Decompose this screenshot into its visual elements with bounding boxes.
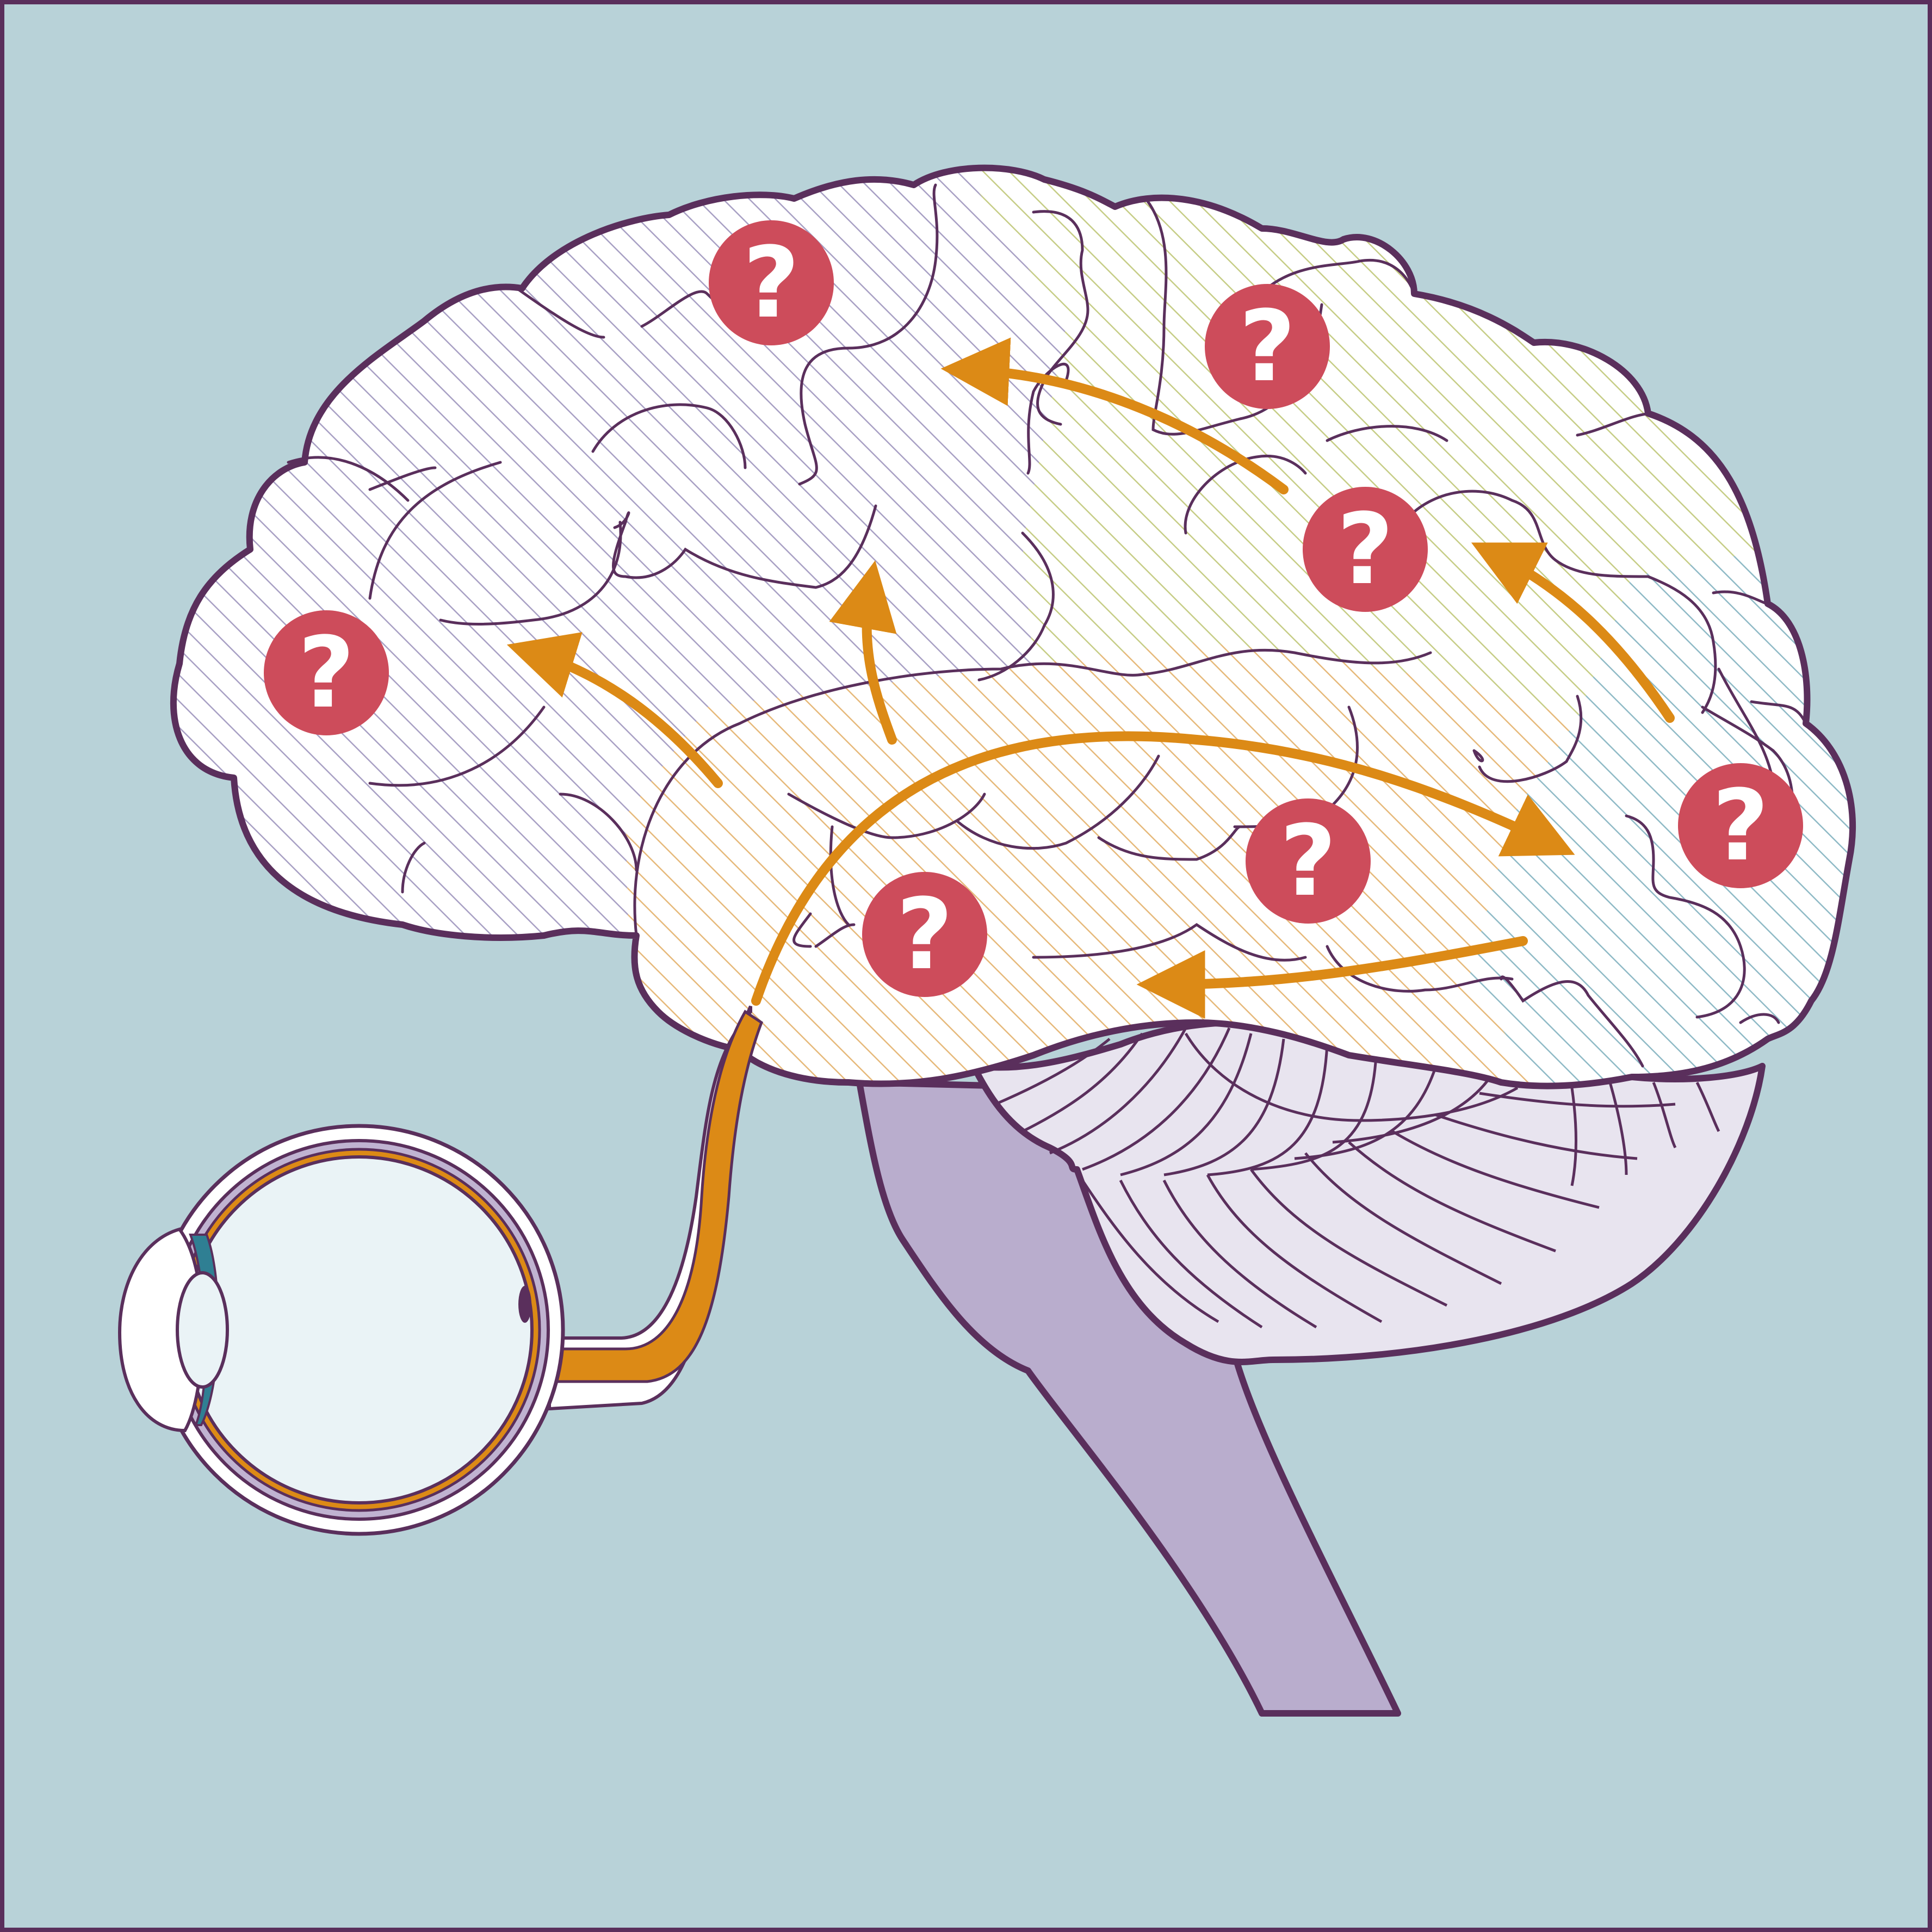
question-marker-circle — [1246, 798, 1371, 924]
question-marker-circle — [264, 610, 389, 735]
optic-disc — [518, 1286, 531, 1323]
lens — [176, 1271, 229, 1389]
arrow-to-frontal-left — [506, 632, 723, 788]
question-marker-label: ? — [1712, 769, 1769, 883]
question-marker-icon: ? — [1205, 284, 1330, 409]
question-marker-label: ? — [298, 616, 355, 730]
question-marker-icon: ? — [1246, 798, 1371, 924]
question-marker-label: ? — [896, 878, 953, 992]
question-marker-circle — [1205, 284, 1330, 409]
question-marker-label: ? — [1239, 290, 1296, 404]
cerebrum-outline — [170, 164, 1856, 1089]
arrow-occipital-to-temporal — [1136, 936, 1528, 1019]
question-marker-circle — [709, 220, 834, 345]
brainstem — [856, 1079, 1401, 1717]
question-marker-icon: ? — [862, 872, 987, 997]
eye-inner — [184, 1155, 534, 1504]
question-marker-icon: ? — [1678, 763, 1803, 888]
signal-arrows — [506, 337, 1675, 1019]
arrow-parietal-to-frontal — [940, 337, 1289, 494]
arrow-temporal-to-occipital — [751, 731, 1575, 1006]
eye-icon — [117, 1005, 764, 1536]
arrow-occipital-to-parietal — [1471, 542, 1675, 723]
arrow-upward-frontal — [829, 560, 897, 745]
question-markers: ??????? — [264, 220, 1803, 997]
question-marker-label: ? — [743, 226, 800, 340]
question-marker-icon: ? — [709, 220, 834, 345]
question-marker-circle — [1678, 763, 1803, 888]
question-marker-icon: ? — [1303, 487, 1428, 612]
question-marker-circle — [862, 872, 987, 997]
question-marker-icon: ? — [264, 610, 389, 735]
question-marker-circle — [1303, 487, 1428, 612]
question-marker-label: ? — [1337, 493, 1394, 606]
question-marker-label: ? — [1280, 804, 1336, 918]
cerebellum — [970, 1019, 1766, 1365]
